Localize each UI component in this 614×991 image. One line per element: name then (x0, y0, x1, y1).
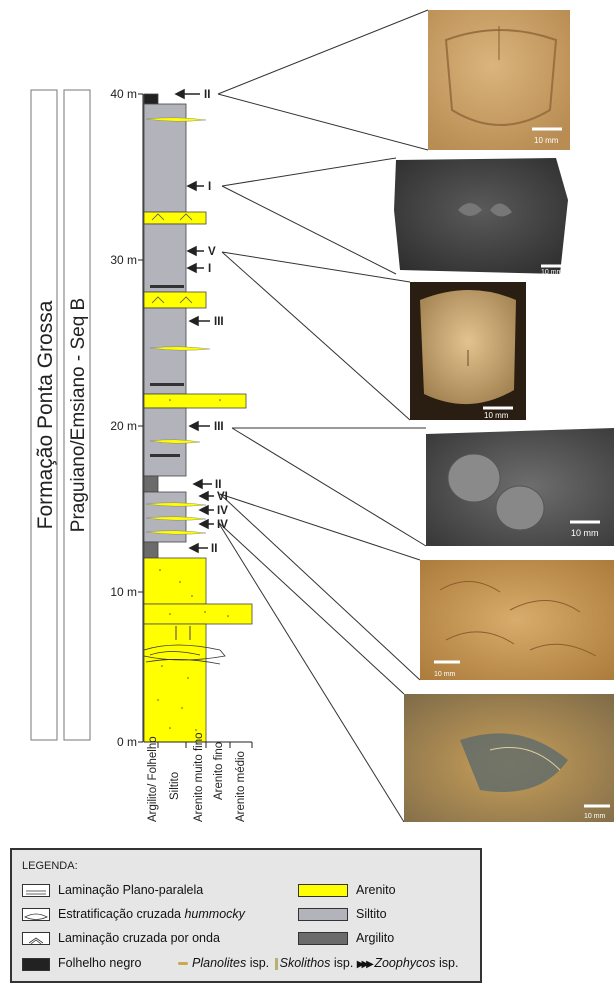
marker-label-5: III (214, 316, 224, 328)
arenito-bed-2 (144, 292, 206, 308)
folhelho-top (144, 94, 158, 104)
arenito-bed-3 (144, 394, 246, 408)
argilito-bed-2 (144, 542, 158, 558)
argilito-swatch (298, 932, 348, 945)
marker-label-4: I (208, 263, 211, 275)
legend-lam-onda: Laminação cruzada por onda (58, 931, 220, 945)
arenito-bed-4 (144, 558, 206, 604)
grain-label-muito-fino: Arenito muito fino (193, 733, 205, 823)
legend-arenito: Arenito (356, 883, 396, 897)
fossil-photo-6: 10 mm (404, 694, 614, 822)
photo-5-scale: 10 mm (434, 671, 456, 678)
legend-siltito: Siltito (356, 907, 387, 921)
wave-lamination-icon (22, 932, 50, 945)
marker-label-9: IV (217, 505, 228, 517)
photo-1-scale: 10 mm (534, 136, 559, 145)
siltito-bed-2 (144, 224, 186, 292)
siltito-swatch (298, 908, 348, 921)
lam-plano-icon (22, 884, 50, 897)
legend-lam-plano: Laminação Plano-paralela (58, 883, 203, 897)
arenito-swatch (298, 884, 348, 897)
marker-label-10: IV (217, 519, 228, 531)
marker-label-3: V (208, 246, 216, 258)
grain-label-siltito: Siltito (169, 772, 181, 800)
depth-tick-0: 0 m (117, 735, 137, 749)
legend-traces: Planolites isp. Skolithos isp. ▶▶▶ Zooph… (178, 956, 458, 970)
arenito-bed-5 (144, 604, 252, 624)
legend-folhelho: Folhelho negro (58, 956, 141, 970)
photo-4-scale: 10 mm (571, 528, 599, 538)
marker-label-11: II (211, 543, 217, 555)
grain-label-medio: Arenito médio (235, 751, 247, 822)
depth-tick-10: 10 m (110, 585, 137, 599)
marker-label-1: II (204, 89, 210, 101)
folhelho-swatch (22, 958, 50, 971)
zoophycos-icon: ▶▶▶ (357, 959, 371, 970)
photo-6-scale: 10 mm (584, 813, 606, 820)
sequence-label: Praguiano/Emsiano - Seq B (68, 298, 89, 532)
depth-tick-30: 30 m (110, 253, 137, 267)
marker-label-6: III (214, 421, 224, 433)
planolites-icon (178, 962, 188, 965)
grain-label-fino: Arenito fino (213, 742, 225, 800)
hummocky-icon (22, 908, 50, 921)
fossil-photo-4: 10 mm (426, 428, 614, 546)
argilito-bed-1 (144, 476, 158, 492)
fossil-photo-1: 10 mm (428, 10, 570, 150)
skolithos-icon (275, 958, 278, 970)
fossil-photo-3: 10 mm (410, 282, 526, 420)
marker-label-7: II (215, 479, 221, 491)
arenito-bed-1 (144, 212, 206, 224)
photo-3-scale: 10 mm (484, 411, 509, 420)
depth-tick-20: 20 m (110, 419, 137, 433)
legend: LEGENDA: Laminação Plano-paralela Estrat… (10, 848, 482, 983)
marker-label-8: VI (217, 491, 228, 503)
siltito-bed-3 (144, 308, 186, 394)
photo-2-scale: 10 mm (541, 269, 563, 276)
fossil-photo-5: 10 mm (420, 560, 614, 680)
formation-label: Formação Ponta Grossa (34, 300, 57, 529)
strat-column (144, 94, 252, 742)
legend-argilito: Argilito (356, 931, 394, 945)
depth-tick-40: 40 m (110, 87, 137, 101)
grain-label-argilito: Argilito/ Folhelho (147, 736, 159, 822)
fossil-photo-2: 10 mm (394, 158, 568, 276)
legend-estrat: Estratificação cruzada hummocky (58, 907, 245, 921)
arenito-bed-6 (144, 624, 206, 742)
marker-label-2: I (208, 181, 211, 193)
legend-title: LEGENDA: (22, 860, 78, 872)
